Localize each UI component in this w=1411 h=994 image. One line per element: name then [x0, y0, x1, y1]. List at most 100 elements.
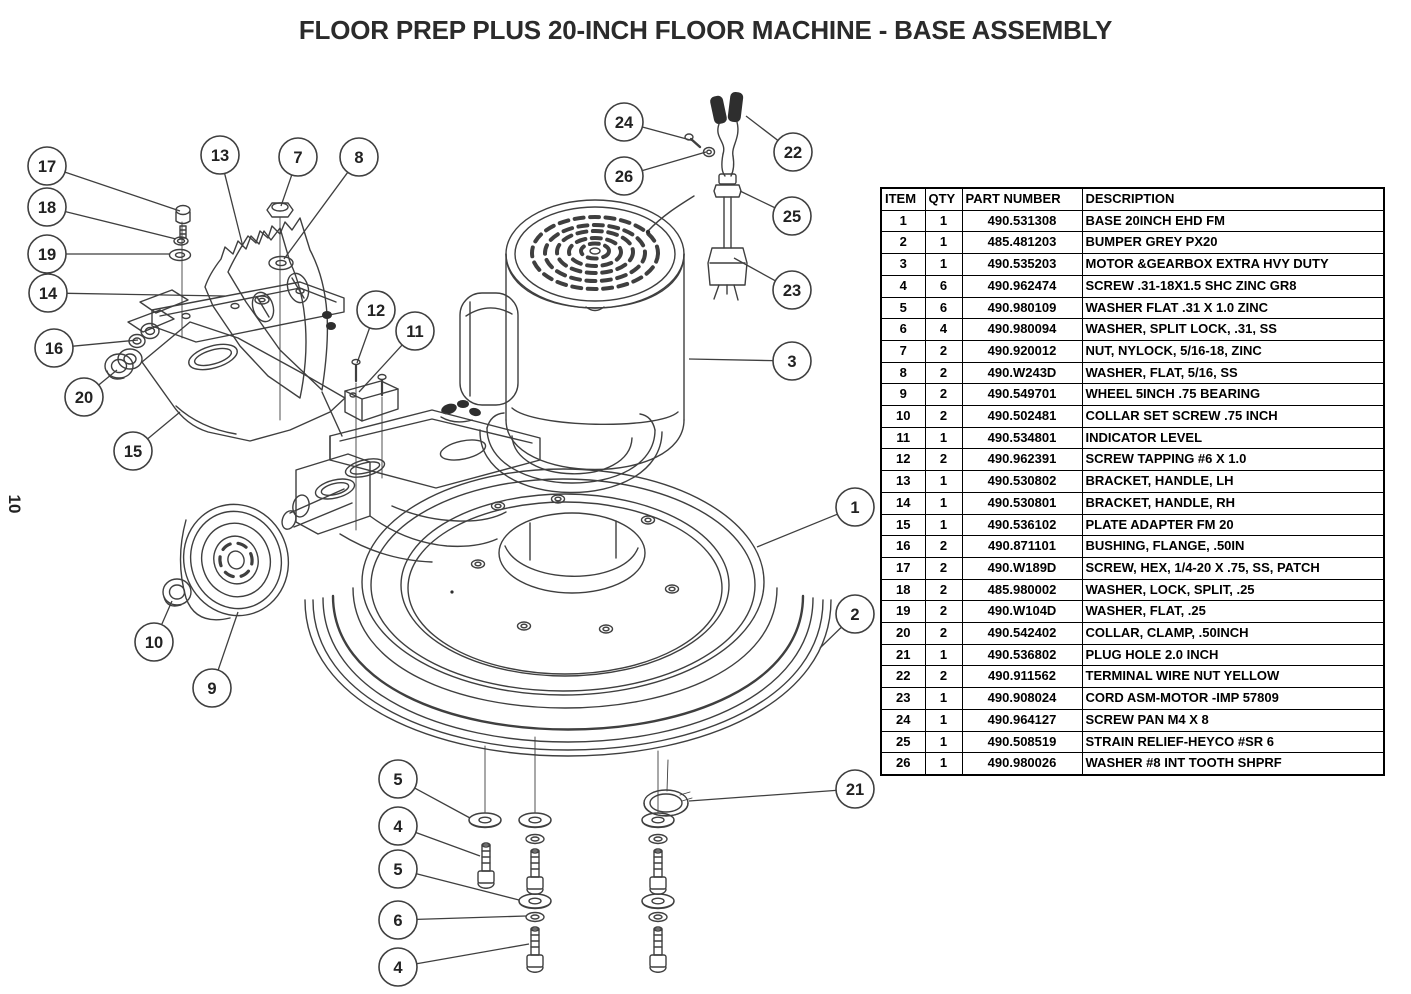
leader-line: [64, 171, 181, 212]
table-cell: 2: [924, 339, 963, 363]
table-cell: 6: [880, 318, 926, 341]
table-cell: 490.530802: [961, 470, 1083, 493]
table-cell: 6: [924, 296, 963, 320]
table-cell: 490.871101: [961, 535, 1083, 558]
callout-number: 16: [45, 340, 63, 358]
callout-balloon: [192, 668, 232, 708]
callout-number: 19: [38, 246, 56, 264]
table-cell: 1: [880, 209, 926, 233]
callout-balloon: [604, 156, 644, 196]
col-header-item: ITEM: [880, 187, 926, 211]
table-cell: COLLAR, CLAMP, .50INCH: [1081, 622, 1385, 645]
callout-balloon: [604, 102, 644, 142]
indicator-level-drawing: [344, 358, 399, 531]
table-cell: BUMPER GREY PX20: [1081, 231, 1385, 255]
callout-number: 4: [393, 959, 403, 977]
table-cell: 11: [880, 426, 926, 450]
callout-number: 23: [783, 282, 801, 300]
callout-number: 22: [784, 144, 802, 162]
table-cell: 14: [880, 491, 926, 515]
table-cell: 490.W189D: [961, 556, 1083, 580]
table-cell: WASHER, SPLIT LOCK, .31, SS: [1081, 318, 1385, 341]
table-cell: 6: [924, 274, 963, 298]
table-cell: 490.502481: [961, 405, 1083, 428]
table-cell: 20: [880, 622, 926, 645]
table-cell: 490.908024: [961, 687, 1083, 710]
table-cell: 1: [924, 209, 963, 233]
leader-line: [819, 626, 842, 649]
table-cell: 490.W104D: [961, 600, 1083, 624]
leader-line: [72, 339, 139, 347]
callout-number: 18: [38, 199, 56, 217]
table-cell: 13: [880, 470, 926, 493]
callout-number: 12: [367, 302, 385, 320]
table-cell: MOTOR &GEARBOX EXTRA HVY DUTY: [1081, 253, 1385, 276]
table-cell: 2: [924, 578, 963, 602]
table-cell: PLATE ADAPTER FM 20: [1081, 513, 1385, 537]
leader-line: [66, 292, 226, 297]
handle-bracket-drawing: [151, 217, 345, 399]
callout-balloon: [134, 622, 174, 662]
leader-line: [416, 873, 520, 901]
leader-line: [280, 174, 293, 207]
table-cell: COLLAR SET SCREW .75 INCH: [1081, 405, 1385, 428]
table-cell: STRAIN RELIEF-HEYCO #SR 6: [1081, 730, 1385, 754]
table-cell: CORD ASM-MOTOR -IMP 57809: [1081, 687, 1385, 710]
table-cell: 10: [880, 405, 926, 428]
motor-drawing: [440, 199, 685, 471]
callout-number: 17: [38, 158, 56, 176]
frame-drawing: [281, 391, 541, 563]
leader-line: [414, 787, 471, 819]
table-cell: 490.962474: [961, 274, 1083, 298]
callout-number: 14: [39, 285, 58, 303]
callout-balloon: [378, 806, 418, 846]
table-cell: 490.534801: [961, 426, 1083, 450]
table-cell: 490.920012: [961, 339, 1083, 363]
table-cell: 1: [924, 513, 963, 537]
callout-balloon: [378, 900, 418, 940]
deck-bolt-holes: [450, 494, 680, 634]
callout-balloon: [27, 234, 67, 274]
plug-drawing: [707, 247, 748, 301]
callout-balloon: [835, 769, 875, 809]
leader-line: [415, 831, 481, 857]
callout-number: 5: [393, 861, 402, 879]
leader-line: [688, 789, 837, 802]
col-header-description: DESCRIPTION: [1081, 187, 1385, 211]
table-cell: 7: [880, 339, 926, 363]
washer-26-drawing: [702, 146, 716, 158]
callout-number: 15: [124, 443, 142, 461]
callout-number: 1: [850, 499, 859, 517]
table-cell: WASHER, FLAT, 5/16, SS: [1081, 361, 1385, 385]
table-cell: 485.481203: [961, 231, 1083, 255]
table-cell: PLUG HOLE 2.0 INCH: [1081, 643, 1385, 667]
table-cell: BUSHING, FLANGE, .50IN: [1081, 535, 1385, 558]
table-cell: 1: [924, 426, 963, 450]
callout-balloon: [378, 849, 418, 889]
exploded-view-drawing: [104, 91, 832, 973]
table-cell: 26: [880, 752, 926, 776]
callout-number: 24: [615, 114, 634, 132]
callout-number: 10: [145, 634, 163, 652]
strain-relief-drawing: [713, 173, 742, 198]
callout-number: 4: [393, 818, 403, 836]
leader-line: [283, 171, 349, 260]
table-cell: 2: [924, 361, 963, 385]
bushings-drawing: [104, 322, 160, 380]
collar-10-drawing: [162, 578, 192, 607]
table-cell: 1: [924, 708, 963, 732]
table-cell: 2: [924, 600, 963, 624]
table-cell: 4: [880, 274, 926, 298]
leader-line: [217, 611, 239, 671]
col-header-qty: QTY: [924, 187, 963, 211]
